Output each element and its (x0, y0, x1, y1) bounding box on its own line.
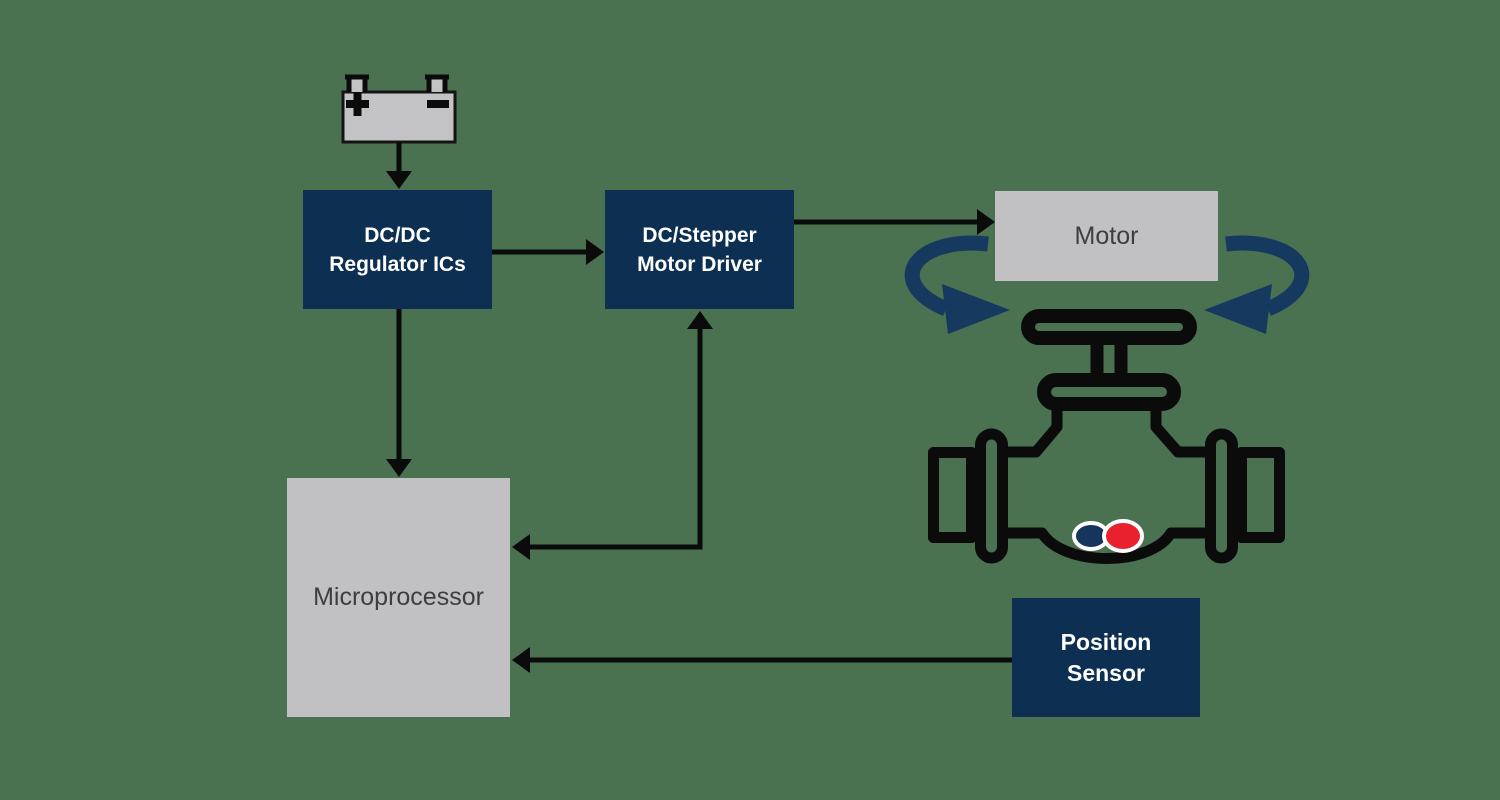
node-motor-driver-label-line1: DC/Stepper (642, 223, 757, 247)
connector-stepper-to-motor (794, 209, 995, 235)
node-position-sensor: Position Sensor (1012, 598, 1200, 717)
rotation-arrow-left-icon (904, 235, 1010, 334)
node-motor-driver: DC/Stepper Motor Driver (605, 190, 794, 309)
node-microprocessor-label: Microprocessor (313, 583, 484, 611)
battery-icon (341, 74, 457, 144)
node-position-sensor-label-line2: Sensor (1067, 659, 1145, 686)
rotation-arrow-right-icon (1204, 235, 1310, 334)
node-position-sensor-label-line1: Position (1060, 628, 1152, 655)
connector-dcdc-to-stepper (492, 239, 604, 265)
valve-icon (928, 309, 1285, 564)
connector-dcdc-to-micro (386, 309, 412, 477)
node-dcdc-regulator: DC/DC Regulator ICs (303, 190, 492, 309)
connector-sensor-to-micro (512, 647, 1012, 673)
node-motor: Motor (995, 191, 1218, 281)
node-dcdc-regulator-label-line2: Regulator ICs (329, 252, 466, 276)
node-motor-label: Motor (1074, 221, 1139, 250)
node-motor-driver-label-line2: Motor Driver (637, 252, 762, 276)
battery-plus-symbol (346, 92, 369, 116)
connector-stepper-micro-bidirectional (512, 311, 713, 560)
connector-lines (386, 142, 1012, 673)
node-dcdc-regulator-label-line1: DC/DC (364, 223, 431, 247)
brand-logo-icon (1072, 519, 1144, 553)
connector-battery-to-dcdc (386, 142, 412, 189)
node-microprocessor: Microprocessor (287, 478, 510, 717)
